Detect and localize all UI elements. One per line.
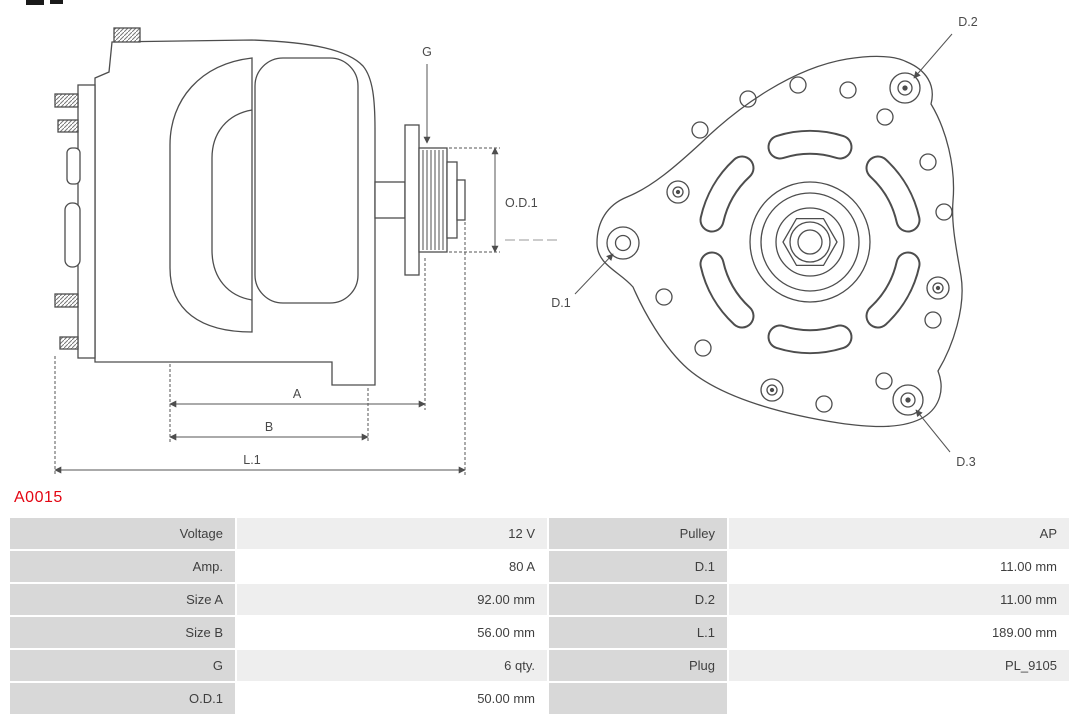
dimension-label-g: G	[422, 45, 432, 59]
mounting-lug-d3	[892, 384, 924, 416]
spec-label-cell: Size A	[10, 584, 235, 615]
dimension-label-b: B	[265, 420, 273, 434]
side-view-dimensions	[54, 64, 560, 476]
dimension-label-a: A	[293, 387, 302, 401]
spec-label-cell: O.D.1	[10, 683, 235, 714]
dimension-label-od1: O.D.1	[505, 196, 538, 210]
spec-value-cell	[729, 683, 1069, 714]
pulley-nut	[749, 181, 871, 303]
spec-label-cell: Amp.	[10, 551, 235, 582]
spec-value-cell: 6 qty.	[237, 650, 547, 681]
spec-label-cell: L.1	[549, 617, 727, 648]
spec-value-cell: 92.00 mm	[237, 584, 547, 615]
dimension-label-l1: L.1	[243, 453, 260, 467]
spec-label-cell: Pulley	[549, 518, 727, 549]
mounting-lug-d1	[606, 226, 640, 260]
spec-value-cell: 11.00 mm	[729, 584, 1069, 615]
vent-slots	[699, 129, 921, 355]
dimension-label-d1: D.1	[551, 296, 571, 310]
side-view-dimension-labels: G O.D.1 A B L.1	[243, 45, 537, 467]
mounting-studs	[54, 93, 81, 350]
spec-label-cell: D.1	[549, 551, 727, 582]
pulley	[374, 124, 466, 276]
spec-label-cell: Plug	[549, 650, 727, 681]
front-housing-outline	[596, 55, 963, 428]
dimension-label-d3: D.3	[956, 455, 976, 469]
spec-value-cell: 11.00 mm	[729, 551, 1069, 582]
spec-row: Size A 92.00 mm D.2 11.00 mm	[10, 584, 1070, 615]
rear-housing-contour	[169, 57, 253, 333]
spec-row: G 6 qty. Plug PL_9105	[10, 650, 1070, 681]
top-rib-block	[113, 27, 141, 43]
mounting-lug-d2	[889, 72, 921, 104]
spec-value-cell: 50.00 mm	[237, 683, 547, 714]
dimension-label-d2: D.2	[958, 15, 978, 29]
spec-label-cell: D.2	[549, 584, 727, 615]
spec-value-cell: PL_9105	[729, 650, 1069, 681]
spec-value-cell: 56.00 mm	[237, 617, 547, 648]
front-housing-contour	[254, 57, 359, 304]
spec-label-cell: Size B	[10, 617, 235, 648]
logo-fragment	[26, 0, 86, 7]
spec-value-cell: 80 A	[237, 551, 547, 582]
spec-label-cell: Voltage	[10, 518, 235, 549]
spec-value-cell: AP	[729, 518, 1069, 549]
inner-contour-echo	[211, 109, 253, 301]
spec-label-cell	[549, 683, 727, 714]
spec-row: O.D.1 50.00 mm	[10, 683, 1070, 714]
technical-drawing: G O.D.1 A B L.1	[54, 15, 978, 476]
vent-holes	[655, 76, 953, 413]
front-view-dimension-labels: D.1 D.2 D.3	[551, 15, 978, 469]
rivets	[666, 180, 950, 402]
front-view-leaders	[574, 33, 953, 453]
alternator-body	[94, 39, 376, 386]
part-number: A0015	[14, 489, 63, 506]
spec-row: Voltage 12 V Pulley AP	[10, 518, 1070, 549]
spec-label-cell: G	[10, 650, 235, 681]
spec-row: Amp. 80 A D.1 11.00 mm	[10, 551, 1070, 582]
spec-value-cell: 12 V	[237, 518, 547, 549]
spec-value-cell: 189.00 mm	[729, 617, 1069, 648]
alternator-front-view	[596, 55, 963, 428]
alternator-side-view	[54, 27, 466, 386]
spec-row: Size B 56.00 mm L.1 189.00 mm	[10, 617, 1070, 648]
spec-table: Voltage 12 V Pulley AP Amp. 80 A D.1 11.…	[10, 518, 1070, 716]
